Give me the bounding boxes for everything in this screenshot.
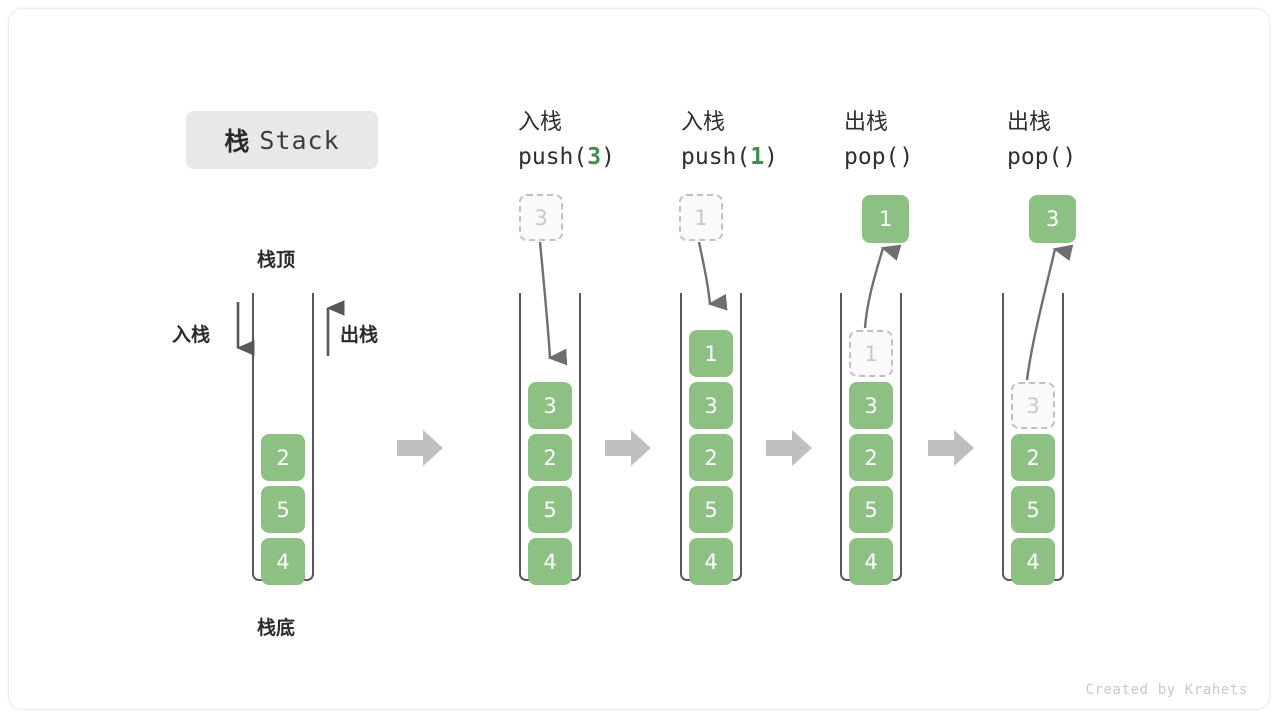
floating-ghost-cell: 1 — [679, 194, 723, 241]
label-stack-top: 栈顶 — [257, 249, 296, 271]
step-header-code: pop() — [844, 141, 1044, 173]
stack-cell: 2 — [689, 434, 733, 481]
step-header-cn: 入栈 — [681, 110, 726, 135]
stack-cell: 4 — [849, 538, 893, 585]
stack-container-push-1: 1 3 2 5 4 — [680, 293, 742, 585]
stack-container-initial: 2 5 4 — [252, 293, 314, 585]
step-header-code: push(1) — [681, 141, 881, 173]
stack-cell: 4 — [528, 538, 572, 585]
stack-container-pop-1: 1 3 2 5 4 — [840, 293, 902, 585]
floating-popped-cell: 3 — [1029, 195, 1076, 243]
floating-popped-cell: 1 — [862, 195, 909, 243]
stack-cell: 5 — [261, 486, 305, 533]
label-push-side: 入栈 — [172, 324, 211, 346]
step-header-cn: 出栈 — [1007, 110, 1052, 135]
stack-cell: 4 — [1011, 538, 1055, 585]
step-header-code: pop() — [1007, 141, 1207, 173]
flow-arrow-icon — [605, 430, 651, 466]
pop-direction-arrow — [326, 300, 345, 356]
step-header-cn: 入栈 — [518, 110, 563, 135]
push-direction-arrow — [236, 302, 255, 356]
flow-arrow-icon — [928, 430, 974, 466]
stack-ghost-cell: 1 — [849, 330, 893, 377]
stack-cell: 2 — [849, 434, 893, 481]
title-en: Stack — [259, 125, 340, 155]
flow-arrow-icon — [397, 430, 443, 466]
label-pop-side: 出栈 — [340, 324, 379, 346]
code-arg: 1 — [750, 144, 765, 170]
step-header-pop-3: 出栈 pop() — [1007, 108, 1207, 173]
code-post: ) — [764, 144, 778, 170]
stack-container-push-3: 3 2 5 4 — [519, 293, 581, 585]
label-stack-bottom: 栈底 — [257, 617, 296, 639]
floating-ghost-cell: 3 — [519, 194, 563, 241]
stack-cell: 3 — [689, 382, 733, 429]
step-header-code: push(3) — [518, 141, 718, 173]
stack-cell: 5 — [1011, 486, 1055, 533]
push-motion-arrow — [697, 241, 728, 311]
stack-cell: 3 — [528, 382, 572, 429]
step-header-pop-1: 出栈 pop() — [844, 108, 1044, 173]
code-pre: push( — [681, 144, 751, 170]
code-pre: pop( — [1007, 144, 1063, 170]
push-motion-arrow — [538, 241, 568, 366]
footer-credit: Created by Krahets — [1085, 682, 1248, 698]
pop-motion-arrow — [1025, 244, 1074, 381]
pop-motion-arrow — [863, 244, 902, 329]
code-post: ) — [899, 144, 914, 170]
stack-cell: 5 — [528, 486, 572, 533]
title-cn: 栈 — [224, 127, 251, 156]
stack-cell: 2 — [528, 434, 572, 481]
stack-cell: 2 — [1011, 434, 1055, 481]
code-post: ) — [1062, 144, 1077, 170]
step-header-push-1: 入栈 push(1) — [681, 108, 881, 173]
stack-cell: 5 — [849, 486, 893, 533]
stack-ghost-cell: 3 — [1011, 382, 1055, 429]
code-pre: push( — [518, 144, 588, 170]
stack-container-pop-3: 3 2 5 4 — [1002, 293, 1064, 585]
code-post: ) — [601, 144, 615, 170]
stack-cell: 4 — [261, 538, 305, 585]
stack-cell: 5 — [689, 486, 733, 533]
code-arg: 3 — [587, 144, 602, 170]
step-header-cn: 出栈 — [844, 110, 889, 135]
step-header-push-3: 入栈 push(3) — [518, 108, 718, 173]
stack-title-chip: 栈 Stack — [186, 111, 378, 169]
stack-cell: 2 — [261, 434, 305, 481]
code-pre: pop( — [844, 144, 900, 170]
flow-arrow-icon — [766, 430, 812, 466]
stack-cell: 3 — [849, 382, 893, 429]
stack-cell: 4 — [689, 538, 733, 585]
stack-cell: 1 — [689, 330, 733, 377]
